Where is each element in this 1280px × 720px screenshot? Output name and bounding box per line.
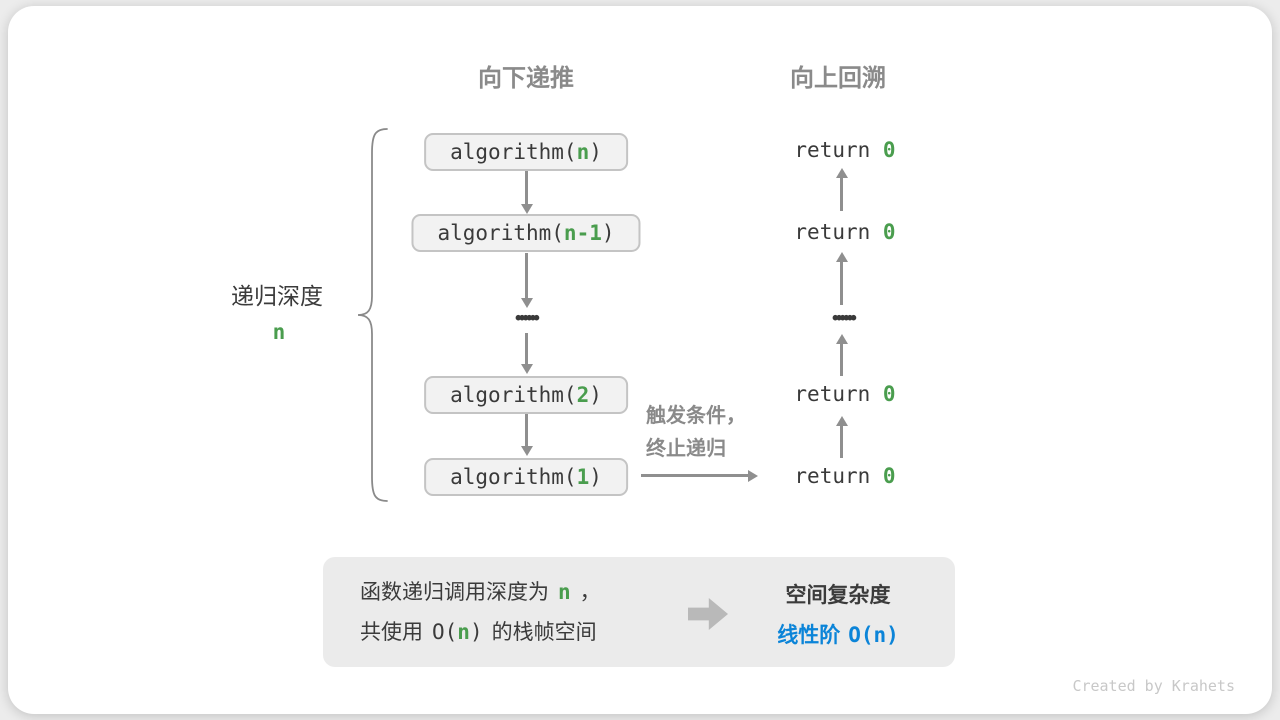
call-box-text: algorithm( <box>450 383 577 407</box>
recursion-depth-label: 递归深度 <box>231 283 323 309</box>
return-statement: return 0 <box>794 137 895 163</box>
return-value: 0 <box>882 464 896 488</box>
trigger-line-2: 终止递归 <box>646 438 726 460</box>
arrow-up-icon <box>840 178 843 211</box>
call-box-text: ) <box>589 465 602 489</box>
call-box-n: algorithm(n) <box>424 133 628 171</box>
result-value: 线性阶 O(n) <box>777 619 899 649</box>
return-text: return <box>794 464 883 488</box>
arrow-up-icon <box>840 262 843 305</box>
summary-line-1: 函数递归调用深度为 n ， <box>360 579 601 606</box>
call-box-arg: 2 <box>576 383 590 407</box>
watermark: Created by Krahets <box>1072 677 1235 695</box>
return-value: 0 <box>882 138 896 162</box>
summary-panel <box>323 557 955 667</box>
header-backtrack-up: 向上回溯 <box>790 65 886 92</box>
summary-text: 共使用 <box>360 621 423 644</box>
call-box-text: ) <box>589 140 602 164</box>
header-recurse-down: 向下递推 <box>478 65 574 92</box>
call-box-n-1: algorithm(n-1) <box>411 214 641 252</box>
return-statement: return 0 <box>794 381 895 407</box>
summary-code: O( <box>432 620 458 644</box>
call-box-2: algorithm(2) <box>424 376 628 414</box>
call-box-text: algorithm( <box>450 140 577 164</box>
return-text: return <box>794 382 883 406</box>
call-box-1: algorithm(1) <box>424 458 628 496</box>
depth-brace-icon <box>357 128 388 502</box>
summary-text: 的栈帧空间 <box>491 621 597 644</box>
summary-line-2: 共使用 O(n) 的栈帧空间 <box>360 619 597 646</box>
result-code: O(n) <box>848 623 899 647</box>
arrow-right-icon <box>641 474 748 477</box>
summary-text: 函数递归调用深度为 <box>360 581 549 604</box>
call-box-text: ) <box>589 383 602 407</box>
ellipsis-dots: •••••• <box>515 308 540 329</box>
recursion-depth-var: n <box>272 320 286 344</box>
call-box-arg: 1 <box>576 465 590 489</box>
arrow-down-icon <box>525 333 528 364</box>
summary-code: ) <box>469 620 483 644</box>
return-value: 0 <box>882 220 896 244</box>
call-box-text: algorithm( <box>450 465 577 489</box>
arrow-down-icon <box>525 414 528 446</box>
call-box-text: algorithm( <box>437 221 564 245</box>
ellipsis-dots: •••••• <box>832 308 857 329</box>
return-text: return <box>794 138 883 162</box>
call-box-arg: n <box>576 140 590 164</box>
trigger-line-1: 触发条件， <box>646 405 746 427</box>
arrow-down-icon <box>525 171 528 204</box>
call-box-text: ) <box>601 221 615 245</box>
return-statement: return 0 <box>794 219 895 245</box>
call-box-arg: n-1 <box>563 221 602 245</box>
return-statement: return 0 <box>794 463 895 489</box>
arrow-down-icon <box>525 253 528 298</box>
return-text: return <box>794 220 883 244</box>
arrow-up-icon <box>840 426 843 458</box>
summary-text: ， <box>579 581 601 604</box>
summary-var: n <box>457 620 470 644</box>
trigger-condition-label: 触发条件， 终止递归 <box>646 400 746 466</box>
summary-var: n <box>558 580 571 604</box>
return-value: 0 <box>882 382 896 406</box>
arrow-up-icon <box>840 344 843 376</box>
result-title: 空间复杂度 <box>785 584 891 607</box>
result-text: 线性阶 <box>777 624 841 647</box>
